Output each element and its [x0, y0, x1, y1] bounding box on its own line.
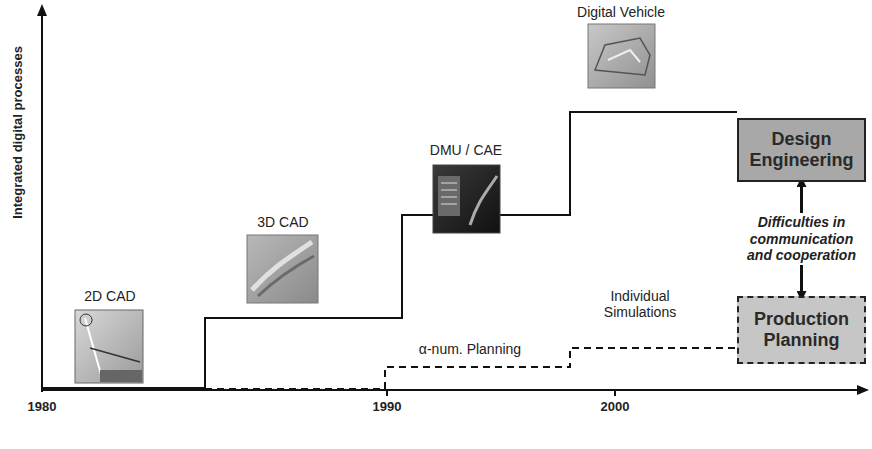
digital-vehicle-picture	[588, 24, 655, 88]
axes	[37, 4, 869, 396]
stage-label: α-num. Planning	[419, 341, 521, 357]
axis-tick-label: 2000	[601, 400, 630, 415]
stage-label: Digital Vehicle	[577, 4, 665, 20]
design-box: Design Engineering	[737, 118, 866, 182]
stage-label: 2D CAD	[84, 288, 135, 304]
axis-title: Integrated digital processes	[11, 46, 26, 219]
2d-cad-picture	[75, 310, 143, 383]
axis-tick-label: 1980	[28, 400, 57, 415]
planning-box: Production Planning	[737, 296, 866, 364]
stage-label: Individual Simulations	[590, 288, 690, 320]
axis-tick-label: 1990	[373, 400, 402, 415]
box-title: Design Engineering	[744, 129, 859, 170]
stage-label: DMU / CAE	[430, 142, 502, 158]
3d-cad-picture	[247, 235, 318, 303]
design-staircase	[43, 112, 737, 388]
box-title: Production Planning	[744, 309, 859, 350]
stage-label: 3D CAD	[257, 214, 308, 230]
dmu-cae-picture	[433, 165, 500, 233]
arrow-label: Difficulties in communication and cooper…	[736, 213, 868, 265]
